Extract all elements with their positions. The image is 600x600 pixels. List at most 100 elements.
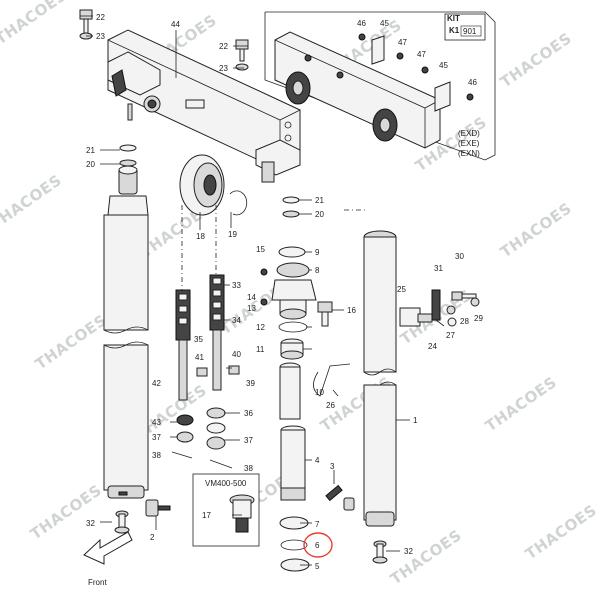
callout-7: 7 — [315, 520, 320, 529]
housing-8 — [271, 262, 317, 320]
callout-39: 39 — [246, 379, 255, 388]
part-2 — [145, 499, 171, 517]
callout-11: 11 — [256, 345, 265, 354]
callout-47: 47 — [398, 38, 407, 47]
callout-38: 38 — [152, 451, 161, 460]
callout-4: 4 — [315, 456, 320, 465]
callout-36: 36 — [244, 409, 253, 418]
callout-16: 16 — [347, 306, 356, 315]
callout-33: 33 — [232, 281, 241, 290]
callout-32: 32 — [404, 547, 413, 556]
callout-24: 24 — [428, 342, 437, 351]
nut-37 — [206, 436, 226, 450]
bushing-11 — [280, 338, 304, 360]
nut-28 — [446, 305, 456, 315]
screw-15 — [260, 268, 268, 276]
circlip-19 — [229, 190, 248, 216]
callout-46: 46 — [468, 78, 477, 87]
kit-box: KIT K1 901 — [444, 13, 486, 41]
nut-37b — [176, 431, 194, 443]
nut-43 — [176, 414, 194, 426]
callout-20: 20 — [315, 210, 324, 219]
callout-37: 37 — [244, 436, 253, 445]
bracket-25 — [399, 307, 433, 327]
washer-20 — [119, 159, 137, 167]
part-3 — [325, 484, 355, 511]
callout-9: 9 — [315, 248, 320, 257]
callout-23: 23 — [96, 32, 105, 41]
callout-32: 32 — [86, 519, 95, 528]
callout-12: 12 — [256, 323, 265, 332]
washer-27 — [447, 317, 457, 327]
spring-26 — [313, 363, 351, 397]
kit-title: KIT — [447, 14, 460, 23]
washer-21b — [282, 196, 300, 204]
cylinder-left — [103, 165, 149, 499]
pin-38b — [209, 459, 233, 469]
chain-35 — [175, 289, 191, 341]
chain-33 — [209, 274, 225, 331]
callout-38: 38 — [244, 464, 253, 473]
callout-28: 28 — [460, 317, 469, 326]
variant-label: (EXN) — [458, 149, 480, 158]
callout-29: 29 — [474, 314, 483, 323]
o-ring-6 — [280, 539, 308, 551]
bolt-32a — [114, 510, 130, 534]
bolt-32b — [372, 540, 388, 564]
watermark: THACOES — [32, 311, 110, 373]
callout-2: 2 — [150, 533, 155, 542]
callout-15: 15 — [256, 245, 265, 254]
callout-21: 21 — [315, 196, 324, 205]
pulley-18 — [179, 154, 225, 216]
variant-inset — [264, 11, 496, 161]
bolt-22b — [235, 39, 249, 71]
bolt-22 — [79, 9, 93, 40]
watermark: THACOES — [522, 501, 600, 563]
cylinder-right — [363, 230, 397, 527]
callout-1: 1 — [413, 416, 418, 425]
piston-10 — [279, 362, 301, 420]
washer-37 — [206, 422, 226, 434]
callout-19: 19 — [228, 230, 237, 239]
callout-44: 44 — [171, 20, 180, 29]
ring-9 — [278, 246, 306, 258]
piston-rod-4 — [280, 425, 306, 501]
watermark: THACOES — [27, 481, 105, 543]
bolt-30 — [451, 291, 477, 301]
vm-box-label: VM400-500 — [205, 479, 247, 488]
callout-8: 8 — [315, 266, 320, 275]
callout-3: 3 — [330, 462, 335, 471]
callout-40: 40 — [232, 350, 241, 359]
callouts: 22 23 44 22 23 46 45 47 45 46 47 21 20 1… — [86, 13, 483, 571]
watermark: THACOES — [497, 29, 575, 91]
vm400-500-box: VM400-500 — [192, 473, 260, 547]
callout-35: 35 — [194, 335, 203, 344]
watermark: THACOES — [497, 199, 575, 261]
washer-20b — [282, 210, 300, 218]
callout-26: 26 — [326, 401, 335, 410]
kit-box-value: 901 — [463, 27, 477, 36]
callout-22: 22 — [219, 42, 228, 51]
callout-25: 25 — [397, 285, 406, 294]
callout-18: 18 — [196, 232, 205, 241]
callout-42: 42 — [152, 379, 161, 388]
o-ring-12 — [278, 321, 308, 333]
highlight-circle — [303, 532, 333, 558]
threaded-rod-42 — [178, 339, 188, 401]
callout-31: 31 — [434, 264, 443, 273]
variant-label: (EXD) — [458, 129, 480, 138]
callout-37: 37 — [152, 433, 161, 442]
watermark: THACOES — [482, 373, 560, 435]
callout-22: 22 — [96, 13, 105, 22]
callout-10: 10 — [315, 388, 324, 397]
callout-45: 45 — [439, 61, 448, 70]
callout-45: 45 — [380, 19, 389, 28]
front-arrow — [83, 531, 133, 565]
watermark: THACOES — [0, 171, 65, 233]
callout-43: 43 — [152, 418, 161, 427]
watermark: THACOES — [387, 526, 465, 588]
callout-13: 13 — [247, 304, 256, 313]
screw-13 — [260, 298, 268, 306]
